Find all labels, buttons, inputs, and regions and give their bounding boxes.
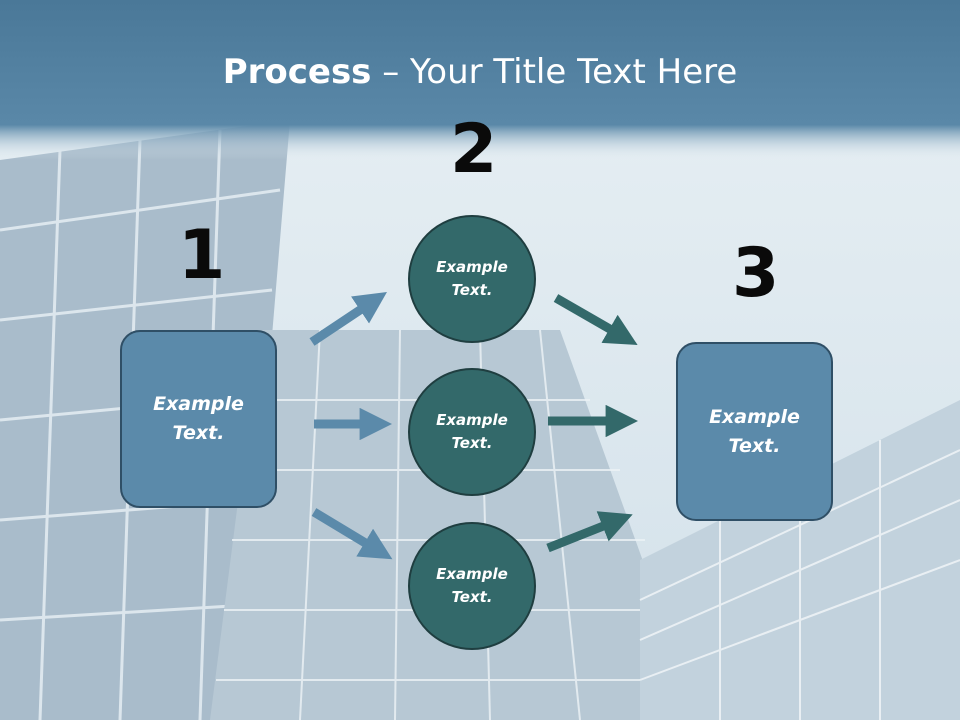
output-box-label: Example Text. — [709, 405, 800, 457]
circle-node-top: Example Text. — [408, 215, 536, 343]
output-box: Example Text. — [676, 342, 833, 521]
arrow-bottom-circle-to-output — [546, 511, 633, 553]
title-rest: – Your Title Text Here — [371, 52, 738, 92]
circle-node-bottom: Example Text. — [408, 522, 536, 650]
step-number-1: 1 — [178, 216, 226, 295]
arrow-box-to-top-circle — [309, 292, 387, 346]
circle-bottom-label: Example Text. — [436, 565, 508, 606]
step-number-2: 2 — [450, 110, 498, 189]
input-box-label: Example Text. — [153, 393, 244, 444]
circle-node-middle: Example Text. — [408, 368, 536, 496]
title-bold: Process — [222, 52, 372, 92]
input-box: Example Text. — [120, 330, 277, 508]
arrow-box-to-bottom-circle — [311, 508, 393, 560]
circle-middle-label: Example Text. — [436, 411, 508, 452]
circle-top-label: Example Text. — [436, 258, 508, 299]
step-number-3: 3 — [732, 234, 780, 313]
arrow-top-circle-to-output — [553, 294, 638, 345]
slide-title: Process – Your Title Text Here — [0, 52, 960, 92]
